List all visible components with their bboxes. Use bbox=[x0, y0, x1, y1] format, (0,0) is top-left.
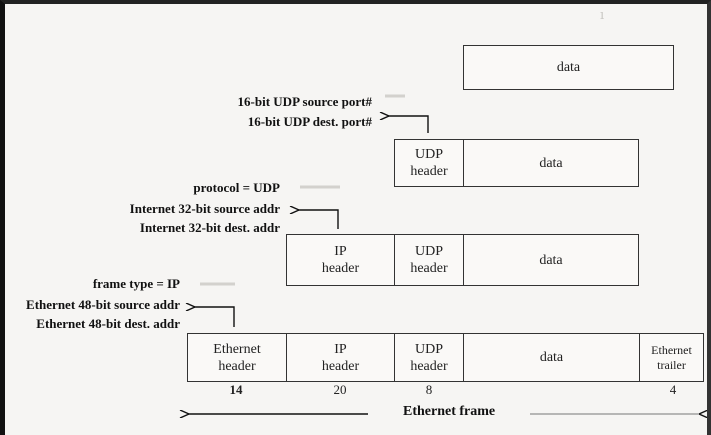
bleed-through-text: ı bbox=[600, 8, 605, 23]
ip-header-box: IP header bbox=[286, 234, 395, 286]
ethernet-header-label: Ethernet header bbox=[213, 341, 261, 374]
ethernet-udp-header-label: UDP header bbox=[410, 341, 448, 374]
ip-dest-addr-annotation: Internet 32-bit dest. addr bbox=[139, 220, 280, 235]
ethernet-ip-header-label: IP header bbox=[321, 341, 360, 374]
ip-udp-header-box: UDP header bbox=[394, 234, 464, 286]
ip-header-label: IP header bbox=[321, 244, 360, 276]
ethernet-frame-caption: Ethernet frame bbox=[403, 404, 496, 419]
ethernet-data-label: data bbox=[539, 350, 564, 365]
udp-datagram-data-label: data bbox=[539, 155, 563, 171]
ethernet-ip-header-box: IP header bbox=[286, 333, 395, 382]
ethernet-trailer-box: Ethernet trailer bbox=[639, 333, 704, 382]
udp-header-label: UDP header bbox=[410, 147, 448, 179]
udp-source-port-annotation: 16-bit UDP source port# bbox=[237, 94, 372, 109]
ethernet-trailer-size: 4 bbox=[669, 382, 677, 397]
ip-source-addr-annotation: Internet 32-bit source addr bbox=[129, 201, 280, 216]
ip-header-arrow bbox=[298, 210, 339, 229]
ethernet-source-addr-annotation: Ethernet 48-bit source addr bbox=[26, 297, 180, 312]
ethernet-header-arrow bbox=[194, 307, 235, 327]
udp-data-box: data bbox=[463, 45, 674, 90]
ethernet-data-box: data bbox=[463, 333, 640, 382]
udp-header-size: 8 bbox=[425, 382, 433, 397]
ethernet-header-size: 14 bbox=[229, 382, 243, 397]
bleed-through-marks bbox=[200, 94, 405, 286]
ip-data-label: data bbox=[539, 252, 563, 268]
ip-udp-header-label: UDP header bbox=[410, 244, 448, 276]
ip-header-size: 20 bbox=[333, 382, 347, 397]
frame-type-annotation: frame type = IP bbox=[92, 276, 180, 291]
ethernet-udp-header-box: UDP header bbox=[394, 333, 464, 382]
udp-dest-port-annotation: 16-bit UDP dest. port# bbox=[247, 114, 372, 129]
ip-data-box: data bbox=[463, 234, 639, 286]
protocol-annotation: protocol = UDP bbox=[193, 180, 280, 195]
ethernet-trailer-label: Ethernet trailer bbox=[651, 342, 692, 372]
udp-data-label: data bbox=[556, 60, 581, 75]
udp-datagram-data-box: data bbox=[463, 139, 639, 187]
udp-header-arrow bbox=[388, 116, 429, 133]
ethernet-header-box: Ethernet header bbox=[187, 333, 287, 382]
ethernet-dest-addr-annotation: Ethernet 48-bit dest. addr bbox=[36, 316, 180, 331]
udp-header-box: UDP header bbox=[394, 139, 464, 187]
